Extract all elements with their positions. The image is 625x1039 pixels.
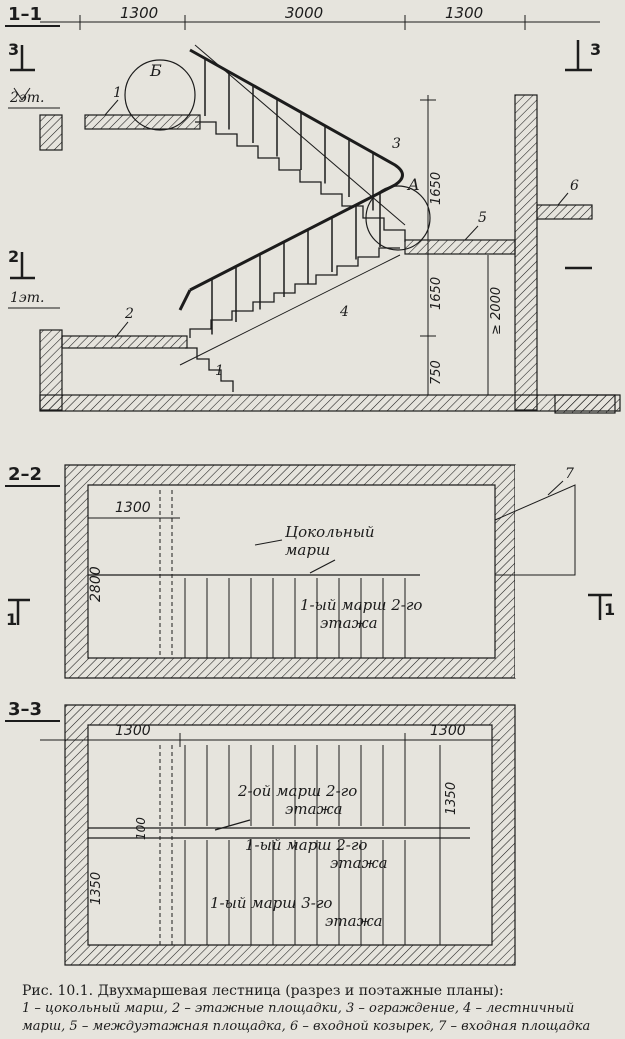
cut-3-left: 3 bbox=[8, 40, 19, 59]
section-1-1: 1–1 1300 3000 1300 3 3 2эт. 2 1эт. bbox=[5, 4, 621, 414]
section-1-1-label: 1–1 bbox=[8, 4, 42, 25]
plan3-dim-w2: 1300 bbox=[430, 723, 466, 739]
caption-title: Рис. 10.1. Двухмаршевая лестница (разрез… bbox=[22, 983, 504, 999]
callout-6: 6 bbox=[570, 178, 579, 194]
cut-2-left: 2 bbox=[8, 247, 19, 266]
dim-top-left: 1300 bbox=[120, 4, 158, 22]
dim-2000: ≥ 2000 bbox=[489, 287, 504, 335]
entrance-canopy bbox=[536, 204, 593, 220]
detail-a-label: A bbox=[406, 175, 420, 194]
plan3-dim-w1: 1300 bbox=[115, 723, 151, 739]
plan3-walls bbox=[64, 704, 516, 966]
plan2-walls bbox=[64, 464, 516, 679]
cut-1-left: 1 bbox=[6, 610, 17, 629]
figure-caption: Рис. 10.1. Двухмаршевая лестница (разрез… bbox=[22, 982, 612, 1036]
plan3-steps bbox=[184, 745, 406, 945]
entrance-landing-plan bbox=[494, 484, 576, 576]
dim-top-right: 1300 bbox=[445, 4, 483, 22]
plan3-dim-h2: 100 bbox=[134, 817, 148, 840]
lower-flight-soffit bbox=[179, 254, 401, 366]
wall-left-upper bbox=[39, 114, 63, 151]
plan2-steps bbox=[184, 578, 406, 658]
floor-landing-1 bbox=[61, 335, 188, 349]
plan2-dim-h: 2800 bbox=[88, 566, 104, 602]
callout-7: 7 bbox=[565, 466, 574, 482]
foundation bbox=[39, 394, 621, 412]
callout-4: 4 bbox=[339, 304, 349, 320]
dim-1650-lower: 1650 bbox=[429, 277, 444, 310]
cut-3-right: 3 bbox=[590, 40, 601, 59]
callout-1-top: 1 bbox=[113, 85, 122, 101]
mid-landing bbox=[404, 239, 516, 255]
entrance-platform bbox=[554, 394, 616, 414]
level-1-label: 1эт. bbox=[10, 290, 44, 306]
dim-top-mid: 3000 bbox=[285, 4, 323, 22]
plan2-dim-w: 1300 bbox=[115, 500, 151, 516]
cut-1-right: 1 bbox=[604, 600, 615, 619]
plan3-dim-h3: 1350 bbox=[89, 872, 104, 905]
dim-750: 750 bbox=[429, 360, 444, 385]
wall-right bbox=[514, 94, 538, 411]
basement-flight bbox=[185, 347, 234, 392]
lower-flight bbox=[189, 247, 400, 338]
plan3-dim-h1: 1350 bbox=[444, 782, 459, 815]
upper-flight-soffit bbox=[194, 44, 406, 226]
callout-2: 2 bbox=[124, 306, 134, 322]
detail-b-label: Б bbox=[149, 61, 162, 80]
upper-flight bbox=[195, 121, 406, 242]
dim-1650-upper: 1650 bbox=[429, 172, 444, 205]
section-2-2-label: 2–2 bbox=[8, 464, 42, 485]
detail-b-circle bbox=[124, 59, 196, 131]
balusters bbox=[204, 58, 381, 335]
plan-3-3: 3–3 1300 1300 1350 100 1350 2-ой марш 2-… bbox=[5, 699, 516, 966]
caption-legend: 1 – цокольный марш, 2 – этажные площадки… bbox=[22, 1001, 591, 1034]
callout-1-bottom: 1 bbox=[215, 363, 224, 379]
detail-a-circle bbox=[365, 185, 431, 251]
callout-3: 3 bbox=[392, 136, 401, 152]
section-3-3-label: 3–3 bbox=[8, 699, 42, 720]
callout-5: 5 bbox=[478, 210, 487, 226]
handrail bbox=[189, 48, 404, 292]
